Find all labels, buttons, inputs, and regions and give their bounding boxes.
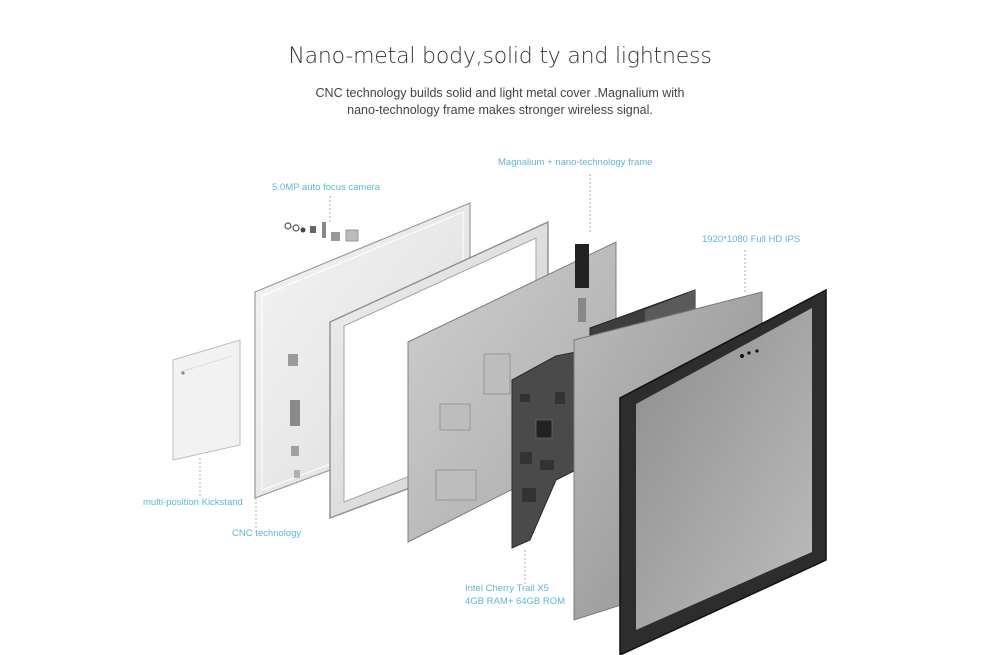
page-subtitle: CNC technology builds solid and light me… xyxy=(0,85,1000,119)
callout-cnc: CNC technology xyxy=(232,528,302,539)
front-display-screen xyxy=(619,288,827,655)
camera-module-parts xyxy=(284,222,359,242)
callout-frame: Magnalium + nano-technology frame xyxy=(498,157,653,168)
callout-cpu-line-2: 4GB RAM+ 64GB ROM xyxy=(465,596,566,607)
callout-cpu-line-1: Intel Cherry Trail X5 xyxy=(465,583,549,594)
callout-kickstand: multi-position Kickstand xyxy=(143,497,243,508)
subtitle-line-2: nano-technology frame makes stronger wir… xyxy=(347,103,653,117)
page-title: Nano-metal body,solid ty and lightness xyxy=(288,44,712,69)
callout-display: 1920*1080 Full HD IPS xyxy=(702,234,801,245)
callout-camera: 5.0MP auto focus camera xyxy=(272,182,381,193)
kickstand-panel xyxy=(172,339,241,461)
motherboard xyxy=(511,351,577,549)
callout-cpu: Intel Cherry Trail X5 4GB RAM+ 64GB ROM xyxy=(465,582,565,608)
callout-leader-lines xyxy=(199,174,746,584)
cpu-chip xyxy=(535,419,553,439)
subtitle-line-1: CNC technology builds solid and light me… xyxy=(315,86,685,100)
